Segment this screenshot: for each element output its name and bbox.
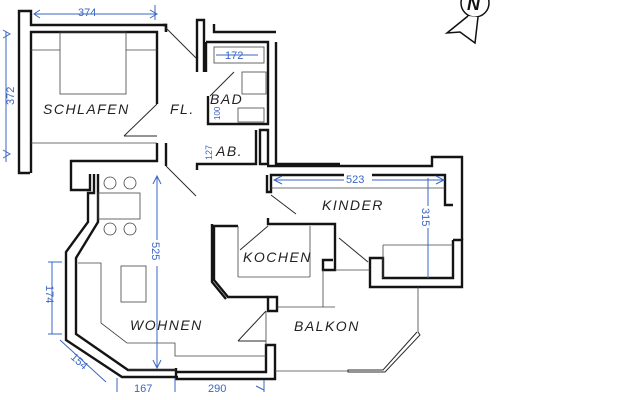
label-flur: FL. (170, 101, 195, 117)
room-kinder: KINDER (265, 155, 464, 289)
dim-bottom-right: 290 (208, 383, 226, 395)
dim-bay-side: 174 (43, 285, 55, 303)
label-schlafen: SCHLAFEN (43, 101, 130, 117)
room-abstell: AB. (195, 42, 340, 170)
dim-kinder-height: 315 (419, 208, 431, 226)
room-wohnen: WOHNEN (64, 173, 277, 381)
room-schlafen: SCHLAFEN (17, 9, 168, 175)
dim-kinder-width: 523 (346, 174, 364, 186)
room-flur: FL. (163, 23, 197, 197)
room-kochen: KOCHEN (210, 218, 337, 313)
dim-bottom-left: 167 (134, 383, 152, 395)
north-compass-icon: N (444, 0, 490, 45)
dim-schlafen-height: 372 (5, 87, 17, 105)
dim-bad-height: 100 (213, 106, 222, 120)
room-bad: BAD (195, 18, 276, 126)
label-wohnen: WOHNEN (130, 317, 203, 333)
label-kinder: KINDER (322, 197, 384, 213)
label-abstell: AB. (215, 143, 243, 159)
dim-abstell: 127 (204, 145, 214, 160)
room-balkon: BALKON (275, 269, 421, 373)
dim-wohnen-height: 525 (149, 242, 161, 260)
compass-label: N (467, 0, 481, 14)
dim-bad-width: 172 (225, 50, 243, 62)
label-bad: BAD (210, 91, 243, 107)
label-balkon: BALKON (294, 318, 360, 334)
dim-schlafen-width: 374 (78, 7, 96, 19)
label-kochen: KOCHEN (243, 249, 312, 265)
